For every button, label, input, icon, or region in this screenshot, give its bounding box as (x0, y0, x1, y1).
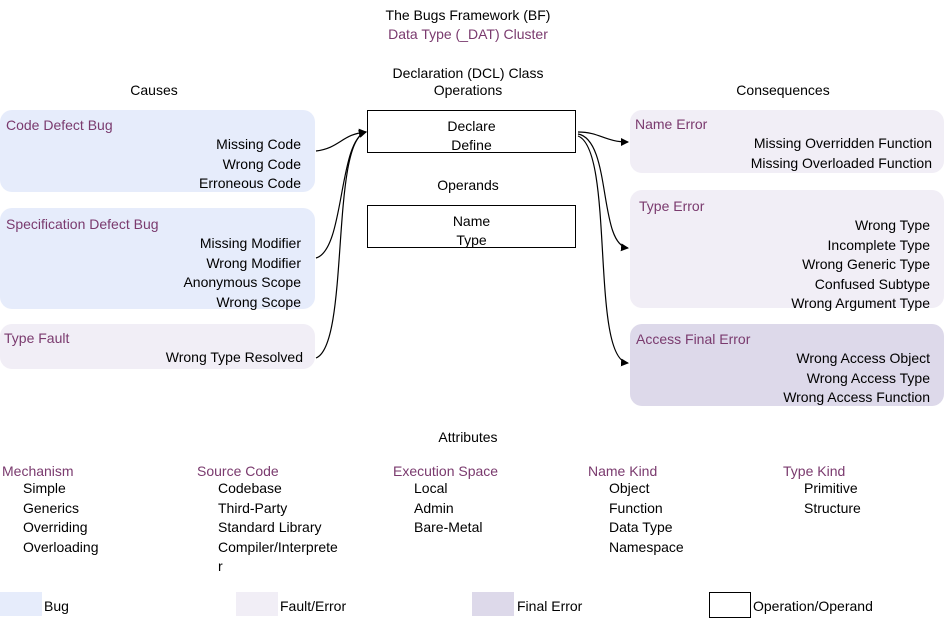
legend-operation-operand-label: Operation/Operand (753, 598, 873, 614)
cause-item: Erroneous Code (199, 175, 301, 191)
cause-title: Code Defect Bug (6, 117, 113, 133)
consequence-type-error: Type Error Wrong Type Incomplete Type Wr… (630, 190, 944, 311)
cause-item: Anonymous Scope (183, 274, 301, 290)
attributes-heading: Attributes (438, 429, 498, 445)
attribute-group-name: Name Kind (588, 463, 658, 479)
operations-box: Declare Define (367, 110, 576, 153)
attribute-value: Bare-Metal (414, 519, 483, 535)
cause-title: Specification Defect Bug (6, 216, 159, 232)
consequence-item: Missing Overridden Function (753, 135, 932, 151)
attribute-value: Structure (804, 499, 861, 516)
cause-specification-defect-bug: Specification Defect Bug Missing Modifie… (0, 208, 315, 310)
cause-item: Missing Code (216, 136, 301, 152)
class-heading: Declaration (DCL) Class (392, 65, 544, 81)
operands-heading: Operands (437, 177, 499, 193)
attribute-group-name-kind: Name Kind Object Function Data Type Name… (588, 463, 778, 557)
legend-final-error-swatch (472, 592, 514, 616)
operand-name: Name (452, 213, 491, 229)
legend-fault-error-swatch (236, 592, 278, 616)
attribute-group-type-kind: Type Kind Primitive Structure (783, 463, 933, 518)
legend-bug-label: Bug (44, 598, 69, 614)
attribute-value: Local (414, 480, 448, 496)
cause-code-defect-bug: Code Defect Bug Missing Code Wrong Code … (0, 110, 315, 192)
attribute-group-name: Mechanism (2, 463, 74, 479)
arrow-code-defect-to-operations (315, 128, 367, 152)
operations-heading: Operations (433, 82, 503, 98)
consequence-title: Type Error (639, 198, 705, 214)
cause-title: Type Fault (4, 330, 70, 346)
consequence-name-error: Name Error Missing Overridden Function M… (630, 110, 944, 173)
attribute-value: r (218, 558, 223, 574)
consequence-item: Incomplete Type (827, 236, 930, 253)
arrow-operations-to-type-error (577, 133, 629, 252)
consequence-item: Missing Overloaded Function (750, 154, 932, 171)
attribute-value: Overloading (23, 538, 99, 555)
attribute-value: Third-Party (218, 499, 288, 516)
attribute-value: Function (609, 499, 663, 516)
cause-item: Wrong Modifier (206, 254, 301, 271)
arrow-operations-to-access-final-error (577, 135, 629, 367)
legend-final-error-label: Final Error (517, 598, 583, 614)
operands-box: Name Type (367, 205, 576, 248)
legend-operation-operand-swatch (709, 592, 751, 618)
cause-item: Wrong Type Resolved (165, 349, 303, 365)
consequence-access-final-error: Access Final Error Wrong Access Object W… (630, 324, 944, 406)
attribute-group-name: Type Kind (783, 463, 846, 479)
attribute-value: Codebase (218, 480, 282, 496)
cause-type-fault: Type Fault Wrong Type Resolved (0, 324, 315, 369)
attribute-value: Simple (23, 480, 66, 496)
consequence-item: Confused Subtype (814, 275, 930, 292)
consequence-item: Wrong Access Function (783, 389, 930, 405)
arrow-type-fault-to-operations (315, 129, 367, 359)
attribute-value: Compiler/Interprete (218, 538, 338, 555)
arrow-operations-to-name-error (577, 131, 629, 146)
attribute-value: Overriding (23, 519, 88, 535)
consequence-item: Wrong Generic Type (802, 256, 930, 272)
consequence-item: Wrong Access Object (796, 350, 930, 366)
causes-heading: Causes (130, 82, 178, 98)
attribute-group-name: Execution Space (393, 463, 499, 479)
operation-define: Define (451, 137, 492, 153)
diagram-subtitle: Data Type (_DAT) Cluster (388, 26, 548, 42)
attribute-group-source-code: Source Code Codebase Third-Party Standar… (197, 463, 367, 577)
legend-fault-error-label: Fault/Error (280, 598, 347, 614)
cause-item: Wrong Code (222, 155, 301, 172)
consequence-title: Name Error (635, 116, 708, 132)
attribute-value: Standard Library (218, 519, 322, 535)
operation-declare: Declare (447, 118, 496, 134)
attribute-group-name: Source Code (197, 463, 279, 479)
attribute-value: Primitive (804, 480, 858, 496)
attribute-value: Generics (23, 499, 80, 516)
attribute-value: Data Type (609, 519, 673, 535)
consequence-item: Wrong Type (855, 217, 930, 233)
attribute-value: Admin (414, 499, 454, 516)
cause-item: Missing Modifier (199, 235, 301, 251)
operand-type: Type (456, 232, 487, 248)
cause-item: Wrong Scope (216, 293, 301, 310)
attribute-group-execution-space: Execution Space Local Admin Bare-Metal (393, 463, 583, 538)
consequence-title: Access Final Error (636, 331, 751, 347)
legend-bug-swatch (0, 592, 42, 616)
attribute-value: Object (609, 480, 650, 496)
diagram-title: The Bugs Framework (BF) (385, 7, 551, 23)
consequence-item: Wrong Access Type (806, 369, 930, 386)
attribute-group-mechanism: Mechanism Simple Generics Overriding Ove… (2, 463, 192, 557)
attribute-value: Namespace (609, 538, 684, 555)
consequence-item: Wrong Argument Type (791, 295, 930, 311)
consequences-heading: Consequences (736, 82, 830, 98)
